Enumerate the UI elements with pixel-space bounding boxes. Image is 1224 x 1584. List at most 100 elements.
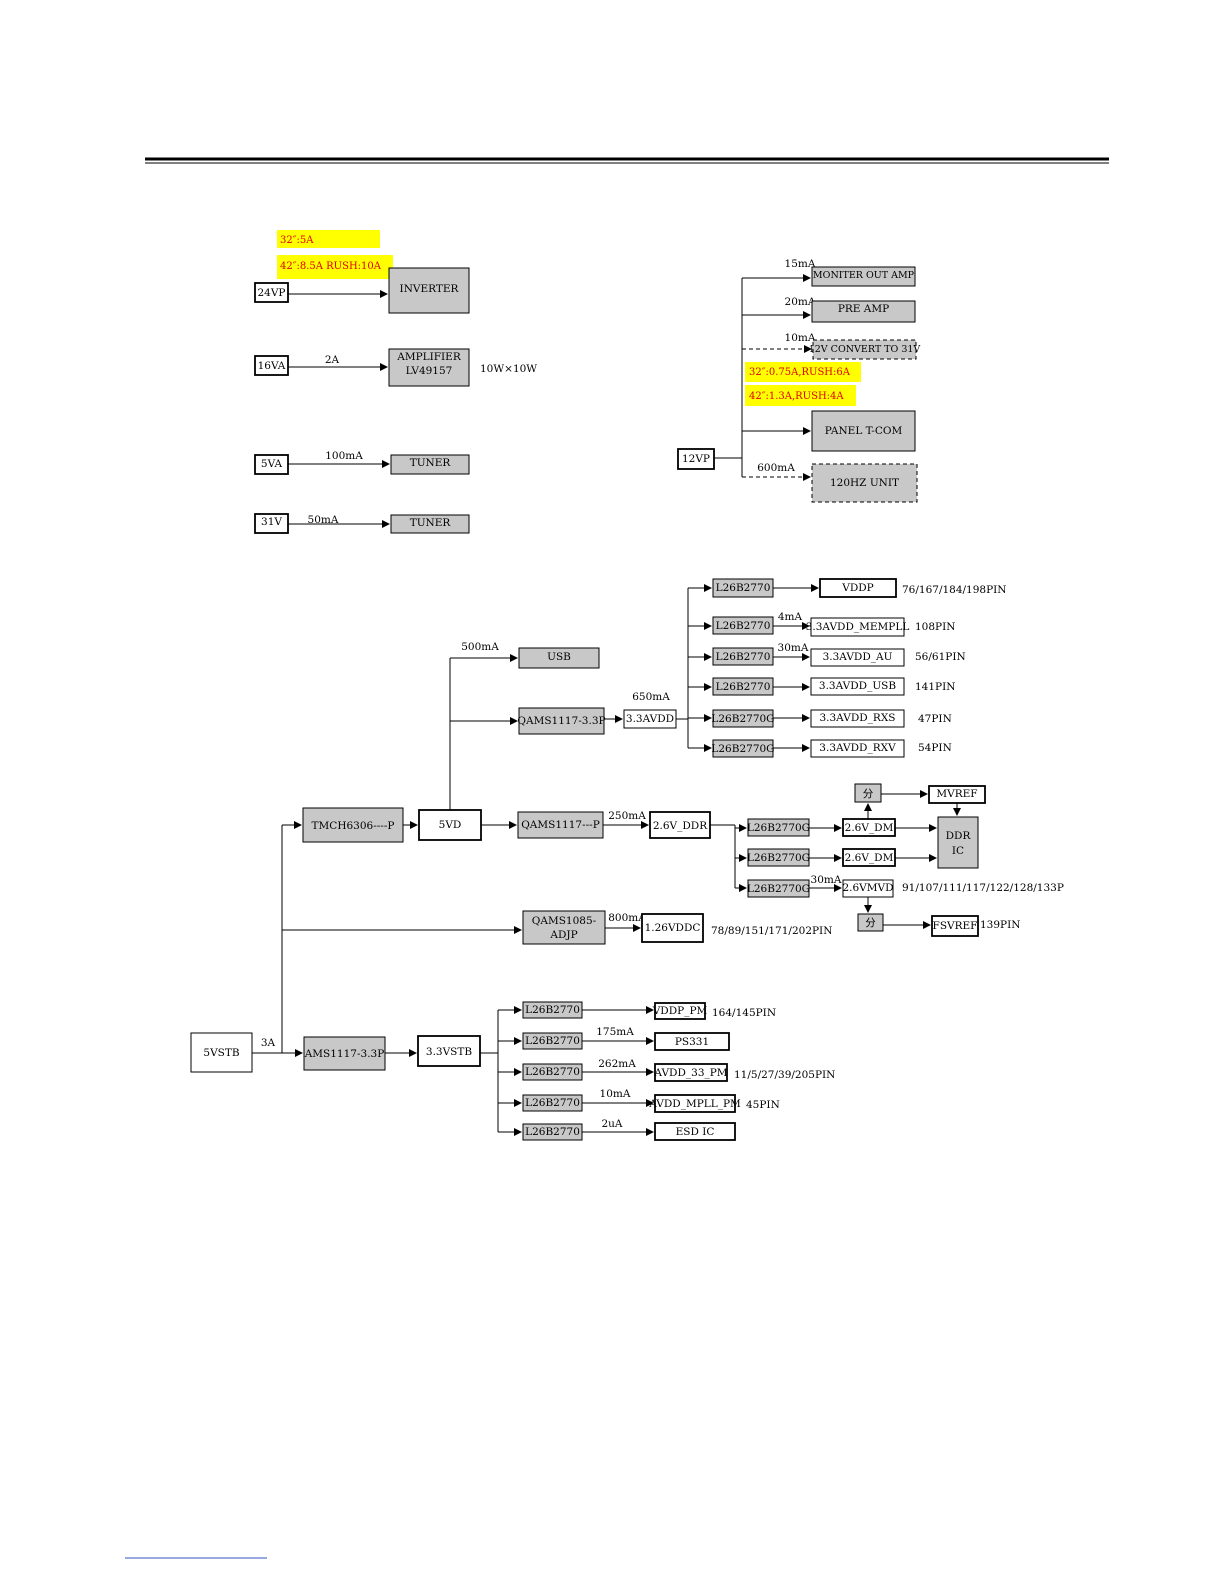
current-s5: 2uA xyxy=(601,1118,622,1130)
label-r1-chip: L26B2770 xyxy=(716,582,771,594)
label-usb: USB xyxy=(547,651,571,663)
box-5vd xyxy=(418,809,482,841)
current-monitor: 15mA xyxy=(785,258,816,270)
note-highlight-r32 xyxy=(745,362,861,382)
label-ddr: DDR xyxy=(946,830,972,842)
pin-s1: 164/145PIN xyxy=(712,1007,776,1019)
row-esd-ic: L26B2770 2uA ESD IC xyxy=(498,1118,736,1141)
current-5va: 100mA xyxy=(325,450,363,462)
label-lv49157: LV49157 xyxy=(406,365,453,377)
pin-r3: 56/61PIN xyxy=(915,651,966,663)
label-mvref: MVREF xyxy=(936,788,977,800)
pin-126vddc: 78/89/151/171/202PIN xyxy=(711,925,832,937)
box-pre-amp xyxy=(811,300,916,323)
box-26vddr xyxy=(649,811,711,839)
current-convert: 10mA xyxy=(785,332,816,344)
label-qams1117-p: QAMS1117---P xyxy=(521,819,600,831)
row-vddp: L26B2770 VDDP 76/167/184/198PIN xyxy=(688,578,1007,598)
pin-r5: 47PIN xyxy=(918,713,952,725)
current-usb: 500mA xyxy=(461,641,499,653)
note-highlight-r42 xyxy=(745,385,856,406)
top-right-block: 15mA MONITER OUT AMP 20mA PRE AMP 10mA 1… xyxy=(677,258,921,503)
current-126: 800mA xyxy=(608,912,646,924)
main-tree: 5VSTB 3A TMCH6306----P 5VD 500mA USB QAM… xyxy=(190,578,1064,1141)
current-16va: 2A xyxy=(325,354,340,366)
note-r42: 42″:1.3A,RUSH:4A xyxy=(749,391,844,402)
box-usb xyxy=(518,647,600,669)
pin-fsvref: 139PIN xyxy=(980,919,1020,931)
label-r4-chip: L26B2770 xyxy=(716,681,771,693)
label-r2-out: 3.3AVDD_MEMPLL xyxy=(806,621,910,633)
box-r5-out xyxy=(810,709,905,728)
label-s4-out: AVDD_MPLL_PM xyxy=(648,1098,741,1110)
box-16va xyxy=(254,355,289,376)
box-tuner-2 xyxy=(390,514,470,534)
label-r6-out: 3.3AVDD_RXV xyxy=(819,742,896,754)
label-ams1117: AMS1117-3.3P xyxy=(304,1048,385,1060)
label-r4-out: 3.3AVDD_USB xyxy=(819,680,896,692)
label-120hz-unit: 120HZ UNIT xyxy=(830,477,899,489)
label-12vp: 12VP xyxy=(682,453,710,465)
label-ic: IC xyxy=(952,845,964,857)
label-inverter: INVERTER xyxy=(400,283,460,295)
box-s3-out xyxy=(654,1063,728,1082)
box-tuner-1 xyxy=(390,454,470,475)
box-12vp xyxy=(677,448,715,470)
row-ddr-1: L26B2770G 2.6V_DM xyxy=(735,818,937,837)
current-s4: 10mA xyxy=(600,1088,631,1100)
label-qams1117-33p: QAMS1117-3.3P xyxy=(517,715,605,727)
row-avdd-mpll-pm: L26B2770 10mA AVDD_MPLL_PM 45PIN xyxy=(498,1088,780,1113)
box-r4-out xyxy=(810,677,905,696)
box-divider-1 xyxy=(854,783,882,803)
current-ddr: 250mA xyxy=(608,810,646,822)
current-preamp: 20mA xyxy=(785,296,816,308)
current-31v: 50mA xyxy=(308,514,339,526)
label-d2-out: 2.6V_DM xyxy=(845,852,894,864)
row-avdd-33-pm: L26B2770 262mA AVDD_33_PM 11/5/27/39/205… xyxy=(498,1058,835,1082)
label-126vddc: 1.26VDDC xyxy=(645,922,701,934)
note-32: 32″:5A xyxy=(280,235,314,246)
pin-s3: 11/5/27/39/205PIN xyxy=(734,1069,835,1081)
row-ddr-2: L26B2770G 2.6V_DM xyxy=(735,848,937,867)
pin-r2: 108PIN xyxy=(915,621,955,633)
row-avdd-rxv: L26B2770G 3.3AVDD_RXV 54PIN xyxy=(688,739,952,758)
pin-r4: 141PIN xyxy=(915,681,955,693)
note-highlight-32 xyxy=(277,230,380,248)
label-d1-out: 2.6V_DM xyxy=(845,822,894,834)
row-avdd-usb: L26B2770 3.3AVDD_USB 141PIN xyxy=(688,677,955,696)
note-highlight-42 xyxy=(277,255,393,279)
current-s2: 175mA xyxy=(596,1026,634,1038)
label-divider-1: 分 xyxy=(863,788,874,800)
label-16va: 16VA xyxy=(258,360,286,372)
current-5vstb: 3A xyxy=(261,1037,276,1049)
box-panel-tcom xyxy=(811,410,916,452)
label-s5-out: ESD IC xyxy=(676,1126,715,1138)
label-r1-out: VDDP xyxy=(841,582,874,594)
current-33avdd: 650mA xyxy=(632,691,670,703)
note-r32: 32″:0.75A,RUSH:6A xyxy=(749,367,851,378)
label-monitor-out-amp: MONITER OUT AMP xyxy=(813,270,915,281)
box-amplifier xyxy=(388,348,470,387)
label-r3-out: 3.3AVDD_AU xyxy=(823,651,893,663)
box-s1-out xyxy=(654,1002,706,1020)
label-12v-convert: 12V CONVERT TO 31V xyxy=(809,344,921,355)
box-12v-convert xyxy=(812,339,917,360)
label-26vddr: 2.6V_DDR xyxy=(653,820,708,832)
label-s2-out: PS331 xyxy=(675,1036,709,1048)
label-d1-chip: L26B2770G xyxy=(747,822,810,834)
current-120hz: 600mA xyxy=(757,462,795,474)
box-s5-out xyxy=(654,1122,736,1141)
box-monitor-out-amp xyxy=(811,266,916,287)
label-panel-tcom: PANEL T-COM xyxy=(825,425,903,437)
box-ams1117 xyxy=(303,1036,386,1071)
box-33vstb xyxy=(417,1035,481,1067)
box-fsvref xyxy=(931,915,979,937)
pin-r6: 54PIN xyxy=(918,742,952,754)
label-d2-chip: L26B2770G xyxy=(747,852,810,864)
label-s4-chip: L26B2770 xyxy=(525,1097,580,1109)
label-r5-out: 3.3AVDD_RXS xyxy=(819,712,895,724)
box-qams1085 xyxy=(522,910,606,945)
row-avdd-au: L26B2770 30mA 3.3AVDD_AU 56/61PIN xyxy=(688,642,966,667)
box-r2-out xyxy=(810,617,905,637)
